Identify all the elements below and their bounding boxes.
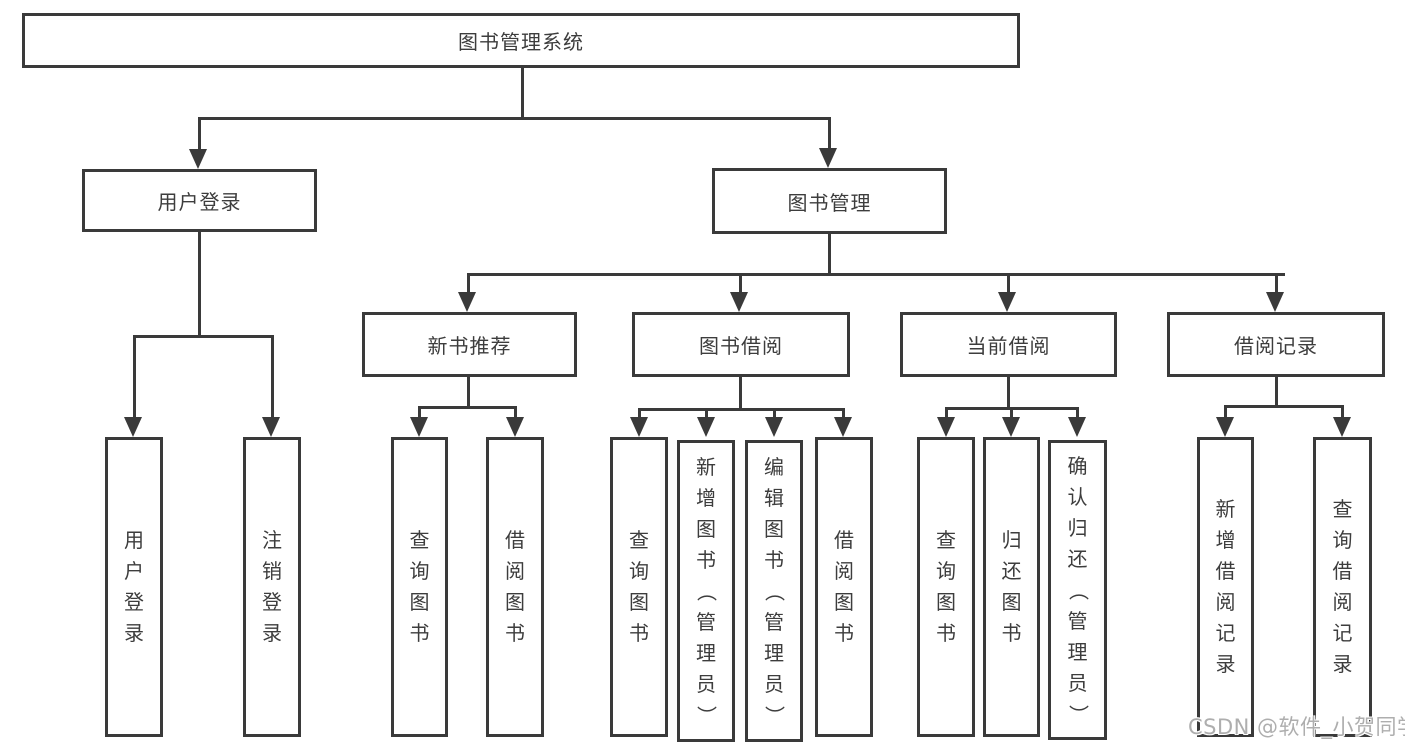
arrowhead-leaf xyxy=(697,417,715,437)
node-book-borrow: 图书借阅 xyxy=(632,312,850,377)
connector-user-login-stub xyxy=(198,232,201,335)
connector-current-borrow-stub xyxy=(1007,377,1010,407)
node-borrow-records: 借阅记录 xyxy=(1167,312,1385,377)
node-new-book-recommend: 新书推荐 xyxy=(362,312,577,377)
node-label: 用户登录 xyxy=(157,190,242,214)
arrowhead-leaf-logout xyxy=(262,417,280,437)
connector-book-management-stub xyxy=(828,234,831,273)
leaf-add-books-admin: 新增图书（管理员） xyxy=(677,440,735,742)
node-label: 图书借阅 xyxy=(699,334,783,358)
arrowhead-leaf xyxy=(1333,417,1351,437)
leaf-edit-books-admin: 编辑图书（管理员） xyxy=(745,440,803,742)
connector-leaf xyxy=(1010,407,1013,417)
node-label: 新书推荐 xyxy=(427,334,512,358)
arrowhead-leaf xyxy=(506,417,524,437)
node-current-borrow: 当前借阅 xyxy=(900,312,1117,377)
leaf-borrow-books-recommend: 借阅图书 xyxy=(486,437,544,737)
connector-leaf xyxy=(1224,405,1227,417)
connector-borrow-records-stub xyxy=(1275,377,1278,405)
arrowhead-leaf-user-login xyxy=(124,417,142,437)
connector-leaf xyxy=(1076,407,1079,417)
arrowhead-leaf xyxy=(1068,417,1086,437)
leaf-borrow-books: 借阅图书 xyxy=(815,437,873,737)
arrowhead-leaf xyxy=(630,417,648,437)
connector-to-leaf-user-login xyxy=(133,335,136,417)
arrowhead-leaf xyxy=(765,417,783,437)
arrowhead-borrow-records xyxy=(1266,292,1284,312)
leaf-query-books-recommend: 查询图书 xyxy=(391,437,448,737)
csdn-watermark: CSDN @软件_小贺同学 xyxy=(1188,715,1405,739)
connector-borrow-records-rail xyxy=(1224,405,1343,408)
connector-user-login-rail xyxy=(133,335,274,338)
connector-leaf xyxy=(842,408,845,417)
node-book-management: 图书管理 xyxy=(712,168,947,234)
leaf-logout: 注销登录 xyxy=(243,437,301,737)
connector-book-borrow-stub xyxy=(739,377,742,408)
arrowhead-book-management xyxy=(819,148,837,168)
connector-root-stub xyxy=(521,68,524,117)
node-label: 当前借阅 xyxy=(966,334,1051,358)
arrowhead-book-borrow xyxy=(730,292,748,312)
connector-leaf xyxy=(773,408,776,417)
connector-book-borrow-rail xyxy=(638,408,844,411)
connector-leaf xyxy=(514,406,517,417)
leaf-query-books-borrow: 查询图书 xyxy=(610,437,668,737)
connector-leaf xyxy=(945,407,948,417)
connector-leaf xyxy=(638,408,641,417)
connector-leaf xyxy=(705,408,708,417)
connector-to-book-management xyxy=(828,117,831,148)
connector-new-book-stub xyxy=(467,377,470,406)
leaf-query-borrow-record: 查询借阅记录 xyxy=(1313,437,1372,737)
leaf-return-books: 归还图书 xyxy=(983,437,1040,737)
connector-new-book-rail xyxy=(418,406,516,409)
connector-to-user-login xyxy=(198,117,201,149)
connector-leaf xyxy=(1341,405,1344,417)
leaf-confirm-return-admin: 确认归还（管理员） xyxy=(1048,440,1107,740)
connector-to-new-book xyxy=(467,273,470,292)
connector-to-borrow-records xyxy=(1275,273,1278,292)
node-user-login: 用户登录 xyxy=(82,169,317,232)
arrowhead-new-book xyxy=(458,292,476,312)
arrowhead-leaf xyxy=(834,417,852,437)
connector-level2-rail xyxy=(198,117,831,120)
arrowhead-leaf xyxy=(410,417,428,437)
connector-to-book-borrow xyxy=(739,273,742,292)
arrowhead-leaf xyxy=(937,417,955,437)
node-label: 图书管理 xyxy=(787,190,872,215)
connector-to-current-borrow xyxy=(1007,273,1010,292)
connector-to-leaf-logout xyxy=(271,335,274,417)
arrowhead-user-login xyxy=(189,149,207,169)
connector-level3-rail xyxy=(467,273,1285,276)
arrowhead-leaf xyxy=(1002,417,1020,437)
leaf-user-login: 用户登录 xyxy=(105,437,163,737)
node-label: 借阅记录 xyxy=(1234,334,1318,358)
leaf-query-books-current: 查询图书 xyxy=(917,437,975,737)
node-label: 图书管理系统 xyxy=(458,30,584,54)
arrowhead-current-borrow xyxy=(998,292,1016,312)
arrowhead-leaf xyxy=(1216,417,1234,437)
node-library-management-system: 图书管理系统 xyxy=(22,13,1020,68)
connector-leaf xyxy=(418,406,421,417)
leaf-add-borrow-record: 新增借阅记录 xyxy=(1197,437,1254,737)
